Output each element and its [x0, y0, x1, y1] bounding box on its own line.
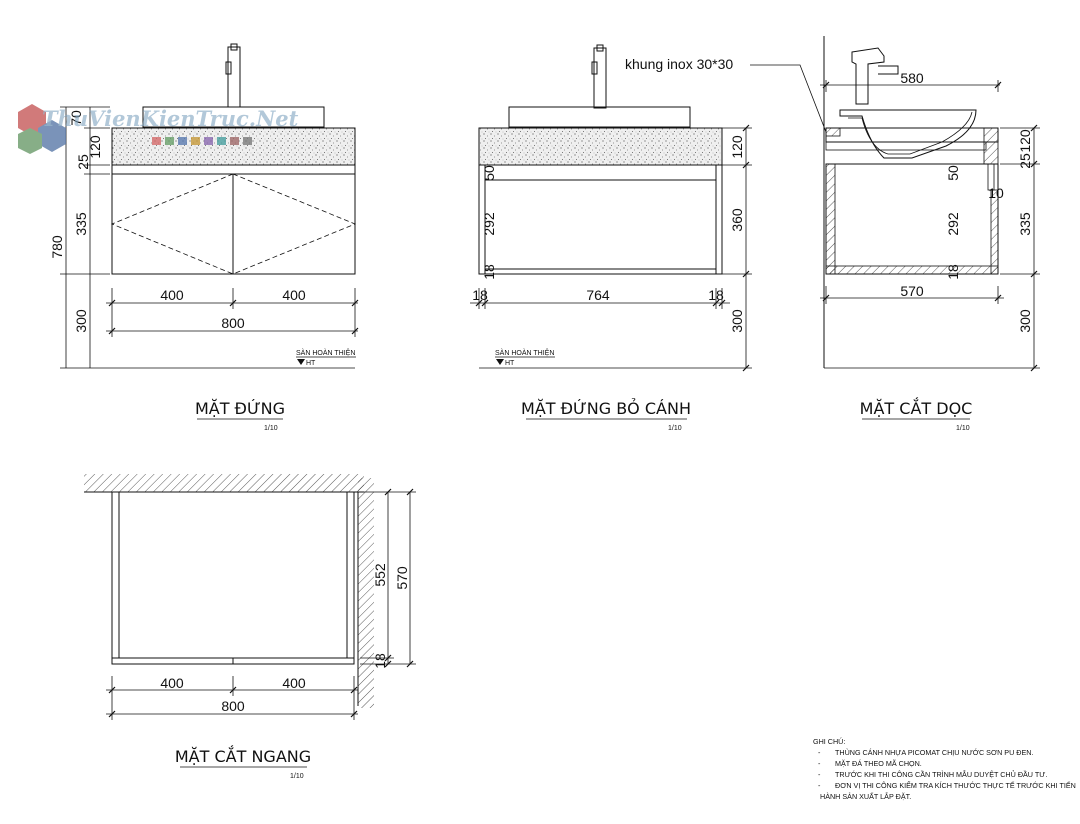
dim-335: 335: [1017, 212, 1033, 236]
frame-label: khung inox 30*30: [625, 56, 733, 72]
view-title-front-no-door: MẶT ĐỨNG BỎ CÁNH: [521, 398, 691, 418]
note-item: HÀNH SẢN XUẤT LẮP ĐẶT.: [820, 791, 911, 801]
note-item: THÙNG CÁNH NHỰA PICOMAT CHỊU NƯỚC SƠN PU…: [835, 748, 1033, 757]
note-item: ĐƠN VỊ THI CÔNG KIỂM TRA KÍCH THƯỚC THỰC…: [835, 780, 1076, 790]
notes-heading: GHI CHÚ:: [813, 737, 845, 746]
floor-tag: HT: [306, 360, 316, 367]
dim-120: 120: [87, 135, 103, 159]
dim-10: 10: [988, 185, 1004, 201]
view-scale-front-no-door: 1/10: [668, 425, 682, 432]
dim-800: 800: [221, 315, 245, 331]
faucet: [851, 47, 899, 105]
dim-292: 292: [945, 212, 961, 236]
stone-top: [478, 127, 723, 166]
note-item: TRƯỚC KHI THI CÔNG CẦN TRÌNH MẪU DUYỆT C…: [835, 769, 1047, 779]
note-bullet: -: [818, 781, 821, 790]
dim-552: 552: [372, 563, 388, 587]
view-title-section-long: MẶT CẮT DỌC: [860, 397, 973, 418]
note-bullet: -: [818, 759, 821, 768]
dim-570: 570: [394, 566, 410, 590]
dim-400-right: 400: [282, 675, 306, 691]
floor-label: SÀN HOÀN THIỆN: [296, 348, 355, 357]
floor-label: SÀN HOÀN THIỆN: [495, 348, 554, 357]
basin-section: [839, 109, 977, 159]
dim-300: 300: [73, 309, 89, 333]
dim-800: 800: [221, 698, 245, 714]
cabinet-plan: [111, 491, 355, 665]
dim-335: 335: [73, 212, 89, 236]
cabinet-carcass: [478, 164, 723, 275]
plan-section: 552 570 18 400 400 800 MẶT CẮT NGANG 1/1…: [84, 474, 416, 780]
dim-18: 18: [481, 264, 497, 280]
faucet: [591, 44, 607, 109]
dim-120: 120: [1017, 129, 1033, 153]
front-elevation-no-door: 120 360 300 50 292 18 18 764 18 SÀN HOÀN…: [470, 44, 752, 432]
view-scale-section-long: 1/10: [956, 425, 970, 432]
front-elevation: 70 120 25 335 780 300 400 400 800 SÀN HO…: [49, 43, 359, 432]
faucet: [225, 43, 241, 108]
dim-360: 360: [729, 208, 745, 232]
dim-570: 570: [900, 283, 924, 299]
watermark-text: ThuVienKienTruc.Net: [42, 106, 299, 131]
dim-300: 300: [1017, 309, 1033, 333]
level-marker-icon: [297, 359, 305, 365]
dim-18-left: 18: [472, 287, 488, 303]
stone-top: [111, 127, 356, 166]
wall-hatch-right: [358, 478, 374, 708]
basin: [142, 106, 325, 128]
dim-764: 764: [586, 287, 610, 303]
dim-70: 70: [68, 110, 84, 126]
dim-780: 780: [49, 235, 65, 259]
dim-18: 18: [945, 264, 961, 280]
notes-block: GHI CHÚ: - THÙNG CÁNH NHỰA PICOMAT CHỊU …: [813, 737, 1076, 801]
dim-580: 580: [900, 70, 924, 86]
longitudinal-section: khung inox 30*30 580 570 50 292 18 10: [625, 36, 1040, 432]
door-open-lines: [110, 173, 357, 275]
view-title-front: MẶT ĐỨNG: [195, 399, 285, 418]
note-bullet: -: [818, 770, 821, 779]
note-bullet: -: [818, 748, 821, 757]
view-title-section-plan: MẶT CẮT NGANG: [175, 745, 311, 766]
dim-50: 50: [945, 165, 961, 181]
dim-50: 50: [481, 165, 497, 181]
level-marker-icon: [496, 359, 504, 365]
dim-120: 120: [729, 135, 745, 159]
view-scale-front: 1/10: [264, 425, 278, 432]
note-item: MẶT ĐÁ THEO MÃ CHỌN.: [835, 759, 922, 768]
dim-400-right: 400: [282, 287, 306, 303]
dim-400-left: 400: [160, 287, 184, 303]
cabinet-section: [825, 163, 999, 275]
dim-25: 25: [75, 154, 91, 170]
dim-400-left: 400: [160, 675, 184, 691]
basin: [508, 106, 691, 128]
dim-25: 25: [1017, 153, 1033, 169]
dim-18: 18: [372, 653, 388, 669]
view-scale-section-plan: 1/10: [290, 773, 304, 780]
watermark-logo: ThuVienKienTruc.Net: [18, 104, 299, 154]
wall-hatch-top: [84, 474, 364, 492]
dim-292: 292: [481, 212, 497, 236]
dim-18-right: 18: [708, 287, 724, 303]
floor-tag: HT: [505, 360, 515, 367]
dim-300: 300: [729, 309, 745, 333]
